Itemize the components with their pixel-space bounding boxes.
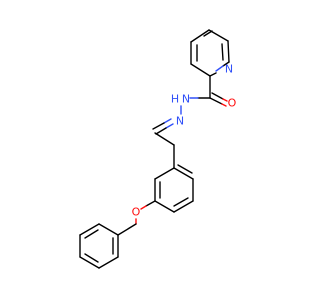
- molecule-structure: N N H O N O: [79, 29, 237, 269]
- central-benzene-ring: [154, 144, 194, 213]
- imine-nitrogen-label: N: [176, 115, 184, 128]
- carbonyl-oxygen-label: O: [228, 97, 237, 110]
- pyridine-ring: [190, 29, 230, 77]
- atom-labels: N N H O N O: [132, 63, 237, 219]
- pyridine-nitrogen-label: N: [225, 63, 233, 76]
- benzyl-phenyl-ring: [79, 223, 119, 269]
- hydrazone-linker: [152, 105, 182, 146]
- hydrazide-hydrogen-label: H: [171, 93, 179, 106]
- hydrazide-nitrogen-label: N: [182, 93, 190, 106]
- ether-oxygen-label: O: [132, 206, 141, 219]
- ether-linkage: [117, 200, 156, 236]
- amide-group: [189, 75, 228, 107]
